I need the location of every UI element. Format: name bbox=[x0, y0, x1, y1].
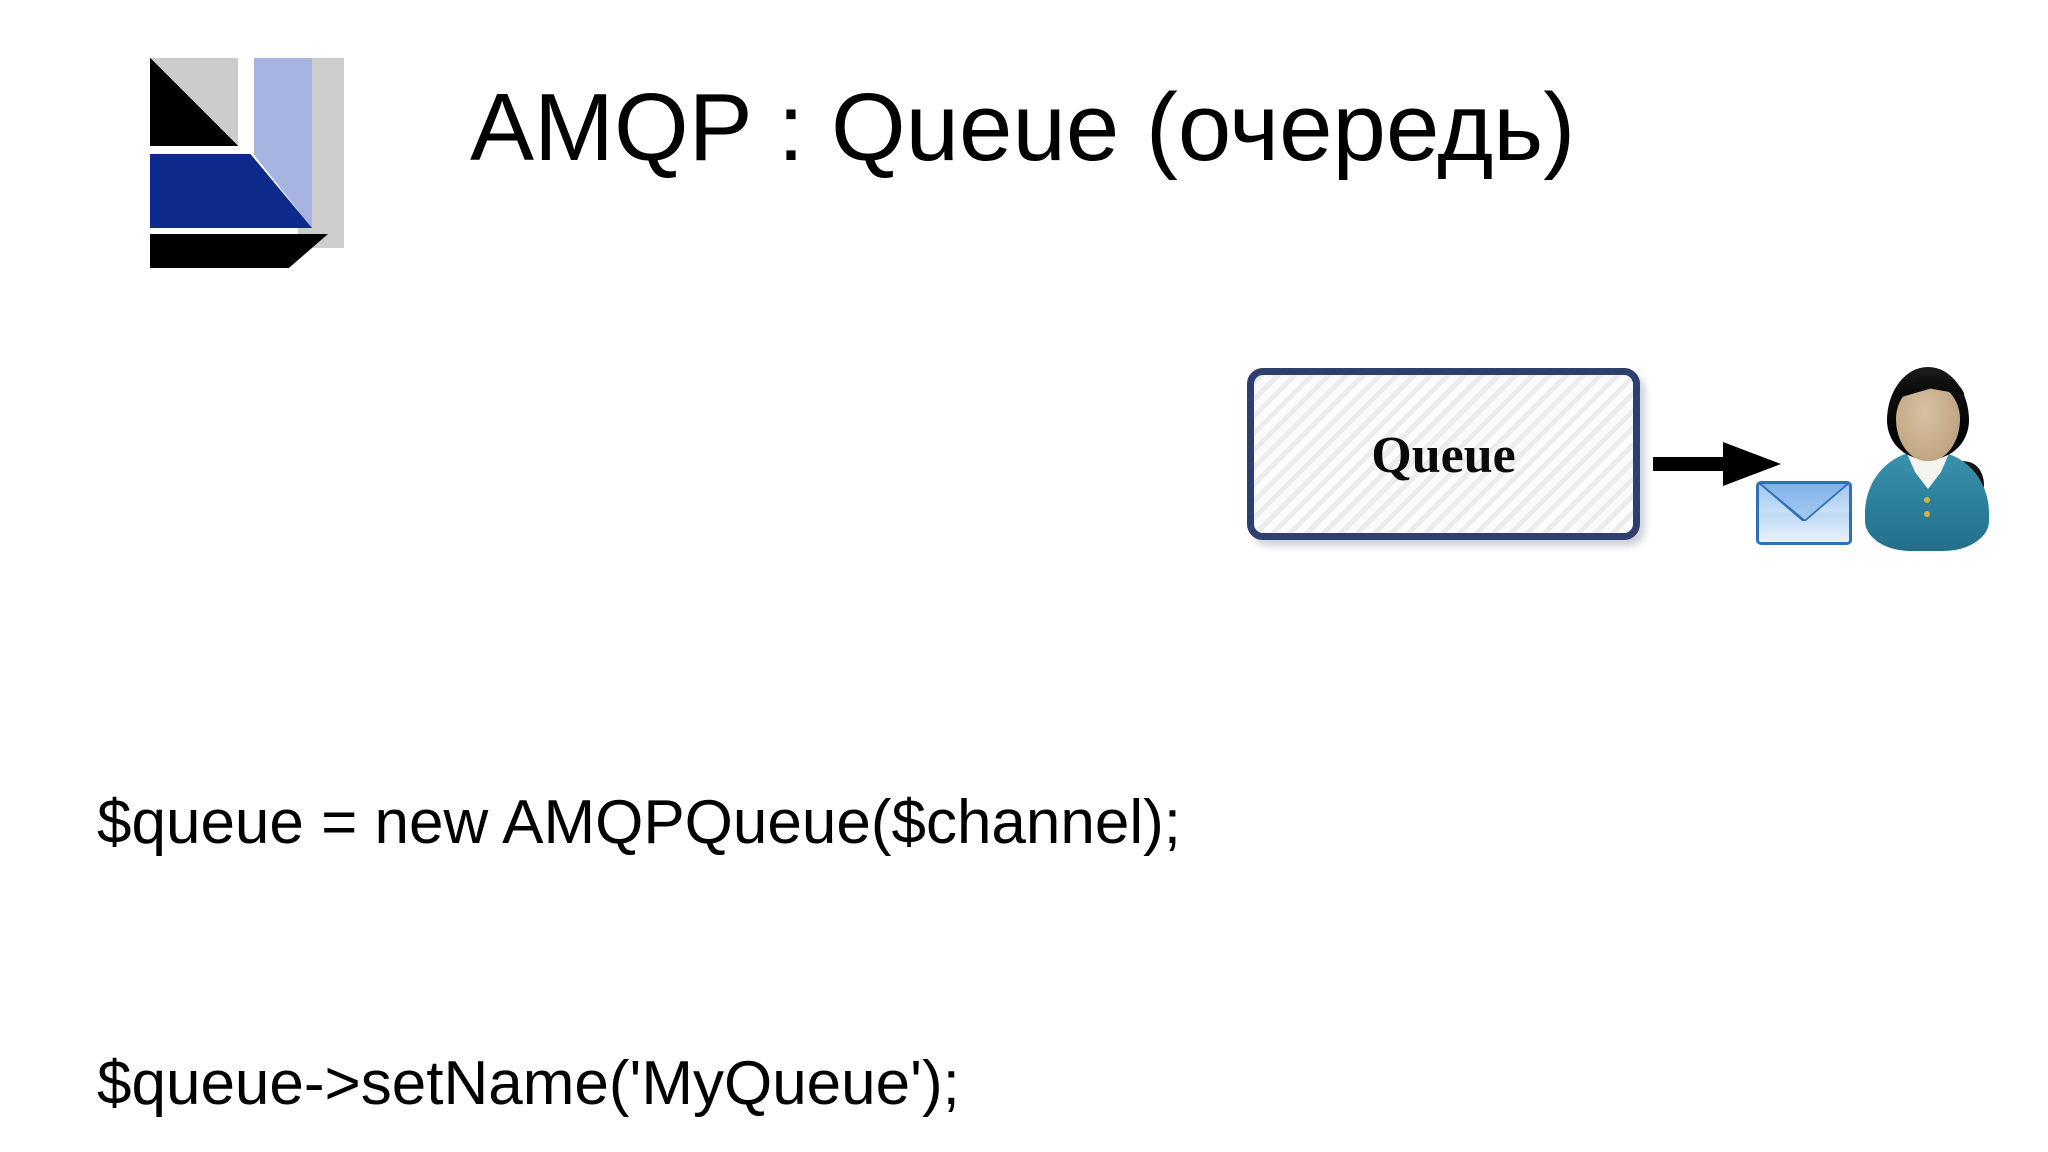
code-line: $queue = new AMQPQueue($channel); bbox=[97, 788, 1182, 857]
arrow-shaft bbox=[1653, 457, 1729, 471]
code-line: $queue->setName('MyQueue'); bbox=[97, 1049, 960, 1118]
queue-box: Queue bbox=[1247, 368, 1640, 540]
flow-arrow-icon bbox=[1653, 442, 1783, 486]
arrow-head bbox=[1723, 442, 1781, 486]
code-block: $queue = new AMQPQueue($channel); $queue… bbox=[97, 605, 1181, 1152]
slide-title: AMQP : Queue (очередь) bbox=[470, 74, 1576, 181]
company-logo bbox=[150, 58, 344, 268]
logo-black-bar bbox=[150, 234, 328, 268]
logo-top-left-square bbox=[150, 58, 238, 146]
consumer-person-icon bbox=[1853, 365, 2001, 555]
avatar-button-top bbox=[1924, 497, 1930, 503]
avatar-face bbox=[1896, 383, 1960, 461]
queue-box-label: Queue bbox=[1371, 426, 1516, 484]
envelope-icon bbox=[1756, 481, 1852, 545]
avatar-button-bottom bbox=[1924, 511, 1930, 517]
